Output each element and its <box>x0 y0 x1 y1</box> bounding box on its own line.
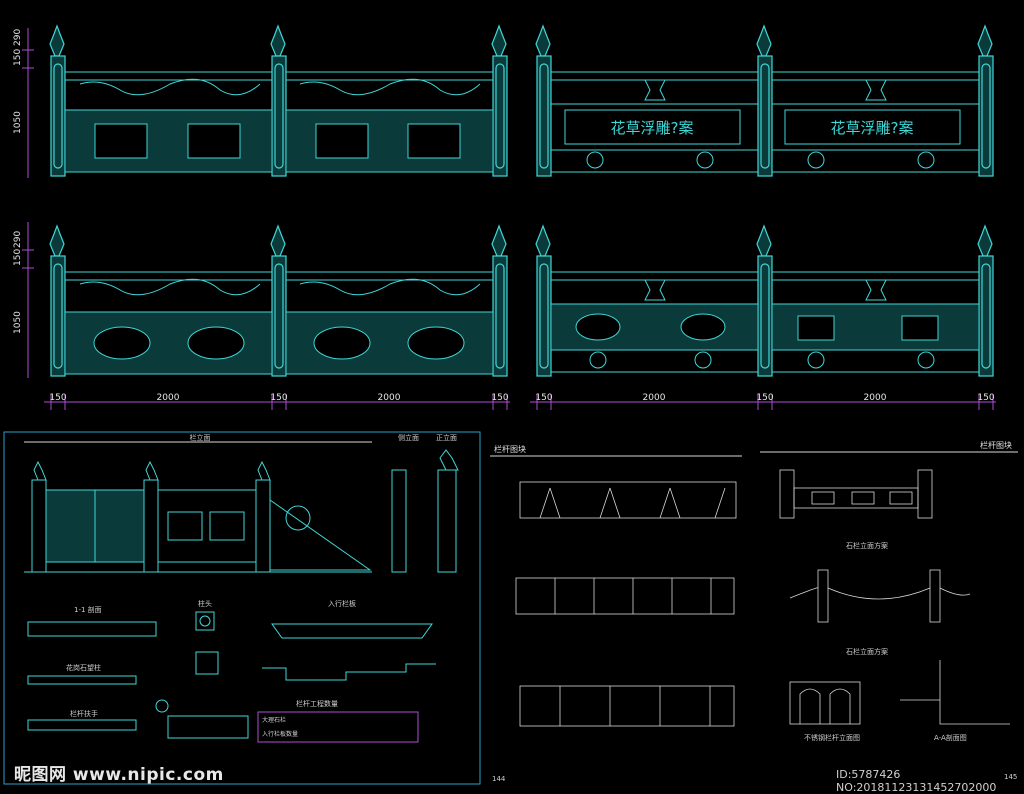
balustrade-panel-4 <box>535 224 994 377</box>
watermark-left: 昵图网 www.nipic.com <box>14 765 224 785</box>
dim-bottom-5: 150 <box>491 393 508 403</box>
center-page-number: 144 <box>492 775 506 783</box>
table-row-2: 入行栏板数量 <box>262 730 298 738</box>
bottom-dimension-row: 150 2000 150 2000 150 150 2000 150 2000 … <box>44 393 996 410</box>
panel-caption-1: 花草浮雕?案 <box>611 119 694 137</box>
center-sheet: 栏杆图块 144 <box>490 444 742 783</box>
section-label-1: 1-1 剖面 <box>74 605 102 614</box>
dim-150-a: 150 <box>13 49 23 66</box>
dim-bottom-7: 2000 <box>643 393 666 403</box>
lower-heading-2: 侧立面 <box>398 433 419 442</box>
dim-bottom-10: 150 <box>977 393 994 403</box>
table-row-1: 大理石栏 <box>262 716 286 724</box>
balustrade-panel-2: 花草浮雕?案 花草浮雕?案 <box>535 24 994 177</box>
section-label-2: 花岗石望柱 <box>66 663 101 672</box>
dim-290-b: 290 <box>13 231 23 248</box>
dim-bottom-9: 2000 <box>864 393 887 403</box>
right-caption-3: 不锈钢栏杆立面图 <box>804 733 860 742</box>
dim-1050-b: 1050 <box>13 311 23 334</box>
section-label-4: 柱头 <box>198 599 212 608</box>
center-heading: 栏杆图块 <box>494 444 526 454</box>
dim-290-a: 290 <box>13 29 23 46</box>
lower-heading-3: 正立面 <box>436 433 457 442</box>
right-heading: 栏杆图块 <box>980 440 1012 450</box>
dim-bottom-8: 150 <box>756 393 773 403</box>
watermark-right: ID:5787426 NO:20181123131452702000 <box>836 768 997 794</box>
dim-bottom-6: 150 <box>535 393 552 403</box>
left-dimension-column: 290 150 1050 290 150 1050 <box>13 28 34 378</box>
dim-bottom-3: 150 <box>270 393 287 403</box>
section-label-3: 栏杆扶手 <box>70 709 98 718</box>
panel-caption-2: 花草浮雕?案 <box>831 119 914 137</box>
dim-bottom-4: 2000 <box>378 393 401 403</box>
right-caption-2: 石栏立面方案 <box>846 647 888 656</box>
dim-bottom-1: 150 <box>49 393 66 403</box>
lower-left-sheet: 栏立面 侧立面 正立面 1-1 剖面 花岗石望柱 栏杆扶手 柱头 入行栏板 栏杆 <box>3 431 481 785</box>
right-page-number: 145 <box>1004 773 1017 781</box>
dim-150-b: 150 <box>13 249 23 266</box>
section-label-6: 栏杆工程数量 <box>296 699 338 708</box>
dim-1050-a: 1050 <box>13 111 23 134</box>
right-caption-1: 石栏立面方案 <box>846 541 888 550</box>
dim-bottom-2: 2000 <box>157 393 180 403</box>
balustrade-panel-3 <box>49 224 508 377</box>
right-sheet: 栏杆图块 石栏立面方案 石栏立面方案 不锈钢栏杆立面图 A-A剖面图 145 <box>760 440 1018 781</box>
balustrade-panel-1 <box>49 24 508 177</box>
lower-heading-1: 栏立面 <box>190 433 211 442</box>
right-caption-4: A-A剖面图 <box>934 733 967 742</box>
section-label-5: 入行栏板 <box>328 599 356 608</box>
